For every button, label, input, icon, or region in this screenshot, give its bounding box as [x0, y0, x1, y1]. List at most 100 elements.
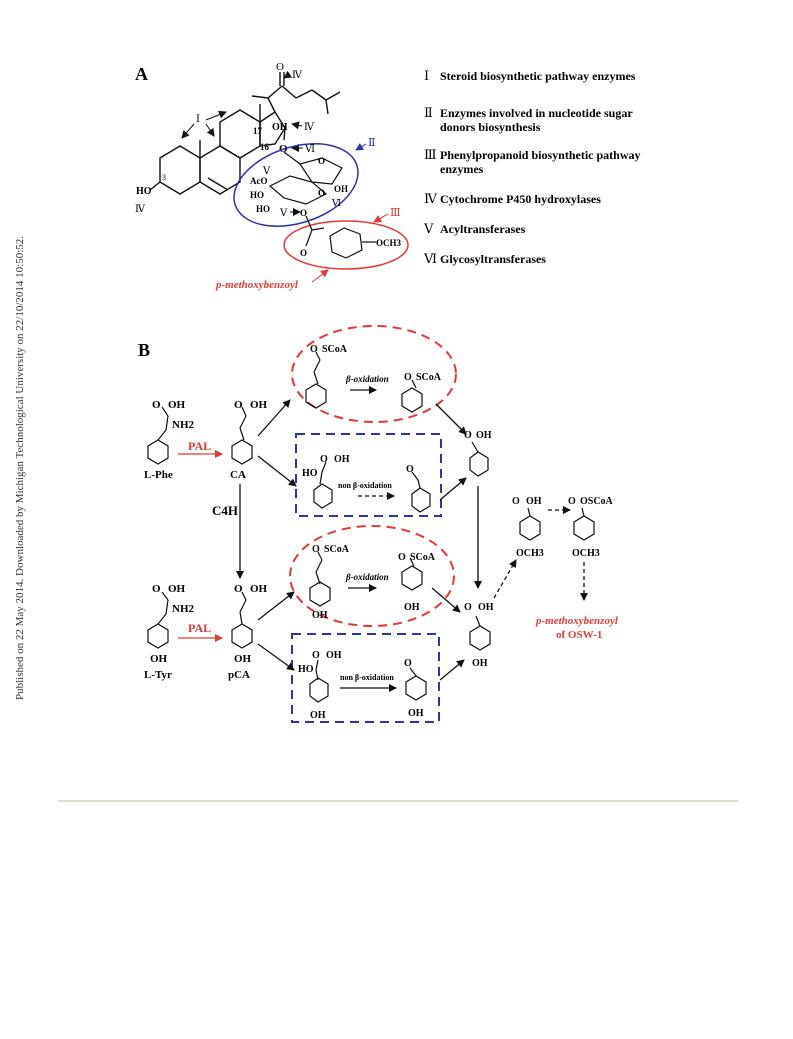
b2-oh: OH	[326, 650, 342, 661]
marker-i: Ⅰ	[196, 114, 200, 125]
marker-ii: Ⅱ	[368, 137, 375, 149]
atom-ho-b: HO	[256, 204, 270, 214]
ba-oh: OH	[476, 430, 492, 441]
marker-v-b: Ⅴ	[279, 208, 288, 219]
mbs-o: O	[568, 496, 576, 507]
b2-ring-oh2: OH	[408, 708, 424, 719]
page-divider	[58, 800, 738, 802]
r2-ring-oh1: OH	[312, 610, 328, 621]
tyr-nh2: NH2	[172, 603, 195, 615]
legend-num-5: Ⅴ	[423, 221, 434, 236]
b1-non-beta: non β-oxidation	[338, 481, 392, 490]
legend-num-3: Ⅲ	[424, 147, 437, 162]
legend-text-6: Glycosyltransferases	[440, 252, 546, 266]
pca-oh: OH	[250, 583, 268, 595]
atom-c3: 3	[162, 173, 166, 182]
hba-o: O	[464, 602, 472, 613]
pca-name: pCA	[228, 669, 250, 681]
final-label-1: p-methoxybenzoyl	[535, 615, 619, 627]
pca-ring-oh: OH	[234, 653, 252, 665]
tyr-ring-oh: OH	[150, 653, 168, 665]
legend-text-5: Acyltransferases	[440, 222, 526, 236]
steroid-skeleton	[149, 72, 341, 195]
atom-o-carb: O	[300, 248, 307, 258]
r1-p-o: O	[404, 372, 412, 383]
marker-iii: Ⅲ	[390, 207, 401, 219]
r1-scoa: SCoA	[322, 344, 348, 355]
r2-scoa: SCoA	[324, 544, 350, 555]
panel-a: A O 17 OH 16 O 3	[135, 61, 641, 291]
atom-o-ring2: O	[318, 188, 325, 198]
ca-name: CA	[230, 469, 246, 481]
atom-aco: AcO	[250, 176, 268, 186]
ca-o: O	[234, 399, 243, 411]
phe-o: O	[152, 399, 161, 411]
atom-c17: 17	[253, 126, 263, 136]
phe-oh: OH	[168, 399, 186, 411]
pal-label-2: PAL	[188, 621, 211, 635]
r1-o: O	[310, 344, 318, 355]
molecule-sketches	[147, 351, 595, 703]
marker-v-a: Ⅴ	[262, 166, 271, 177]
b1-o: O	[320, 454, 328, 465]
pca-o: O	[234, 583, 243, 595]
legend-text-3: Phenylpropanoid biosynthetic pathway	[440, 148, 641, 162]
b2-ho: HO	[298, 664, 314, 675]
marker-vi-b: Ⅵ	[331, 198, 341, 208]
panel-b-letter: B	[138, 340, 150, 360]
non-beta-box-2	[291, 633, 440, 723]
mbs-och3: OCH3	[572, 548, 600, 559]
hba-ring-oh: OH	[472, 658, 488, 669]
legend-num-2: Ⅱ	[424, 105, 433, 120]
b1-ald-o: O	[406, 464, 414, 475]
tyr-o: O	[152, 583, 161, 595]
legend-text-3b: enzymes	[440, 162, 484, 176]
ba-o: O	[464, 430, 472, 441]
pmb-ellipse	[283, 220, 409, 270]
marker-vi: Ⅵ	[304, 144, 315, 155]
marker-iv-mid: Ⅳ	[304, 122, 315, 133]
legend-num-4: Ⅳ	[424, 191, 438, 206]
r2-p-scoa: SCoA	[410, 552, 436, 563]
phe-name: L-Phe	[144, 469, 173, 481]
b2-ald-o: O	[404, 658, 412, 669]
atom-o-link: O	[300, 208, 307, 218]
mba-oh: OH	[526, 496, 542, 507]
mbs-oscoa: OSCoA	[580, 496, 614, 507]
pal-label-1: PAL	[188, 439, 211, 453]
r1-p-scoa: SCoA	[416, 372, 442, 383]
tyr-name: L-Tyr	[144, 669, 172, 681]
legend-num-1: Ⅰ	[424, 68, 429, 83]
b1-ho: HO	[302, 468, 318, 479]
panel-a-letter: A	[135, 64, 148, 84]
mba-och3: OCH3	[516, 548, 544, 559]
b2-o: O	[312, 650, 320, 661]
c4h-label: C4H	[212, 503, 238, 518]
legend-text-2: Enzymes involved in nucleotide sugar	[440, 106, 633, 120]
panel-b: B	[138, 325, 619, 723]
legend-text-4: Cytochrome P450 hydroxylases	[440, 192, 601, 206]
legend-text-2b: donors biosynthesis	[440, 120, 541, 134]
r2-beta: β-oxidation	[345, 572, 389, 582]
legend-text-1: Steroid biosynthetic pathway enzymes	[440, 69, 636, 83]
atom-oh-ring: OH	[334, 184, 348, 194]
b2-ring-oh1: OH	[310, 710, 326, 721]
ca-oh: OH	[250, 399, 268, 411]
mba-o: O	[512, 496, 520, 507]
marker-iv-bottom: Ⅳ	[135, 204, 146, 215]
r2-o: O	[312, 544, 320, 555]
r2-ring-oh2: OH	[404, 602, 420, 613]
legend-num-6: Ⅵ	[423, 251, 437, 266]
marker-iv-top: Ⅳ	[292, 70, 303, 81]
phe-nh2: NH2	[172, 419, 195, 431]
atom-o-ring: O	[318, 156, 325, 166]
beta-oxidation-ellipse-1	[291, 325, 457, 423]
atom-ho3: HO	[136, 186, 152, 197]
pmb-label: p-methoxybenzoyl	[215, 279, 299, 291]
b1-oh: OH	[334, 454, 350, 465]
b2-non-beta: non β-oxidation	[340, 673, 394, 682]
atom-och3: OCH3	[376, 238, 402, 248]
atom-c16: 16	[260, 142, 270, 152]
r1-beta: β-oxidation	[345, 374, 389, 384]
